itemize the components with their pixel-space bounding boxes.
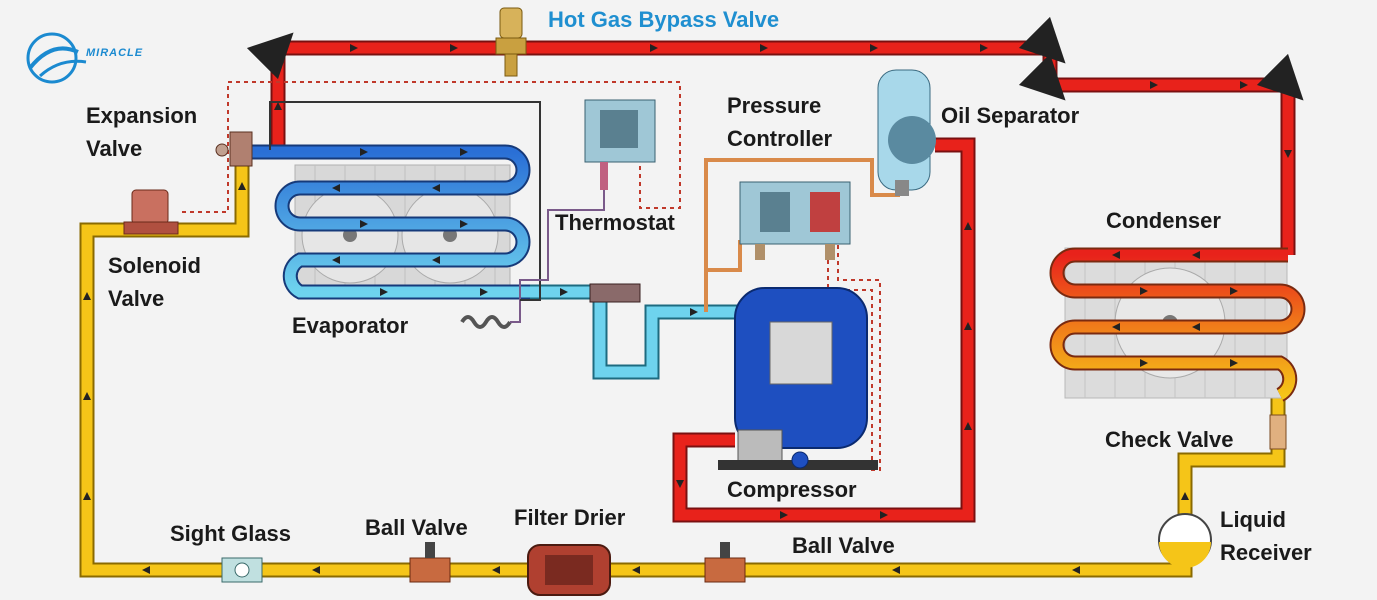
condenser-coil bbox=[1049, 247, 1306, 402]
label-condenser: Condenser bbox=[1106, 208, 1221, 233]
label-solenoid-valve-line2: Valve bbox=[108, 286, 165, 311]
pressure-line bbox=[704, 158, 900, 312]
label-expansion-valve-line1: Expansion bbox=[86, 103, 198, 128]
label-filter-drier: Filter Drier bbox=[514, 505, 626, 530]
logo-text: MIRACLE bbox=[86, 47, 144, 59]
ball-valve-left-body bbox=[409, 542, 451, 583]
label-oil-separator: Oil Separator bbox=[941, 103, 1080, 128]
label-pressure-controller-line1: Pressure bbox=[727, 93, 822, 118]
evaporator-coil bbox=[242, 144, 531, 300]
label-liquid-receiver-line2: Receiver bbox=[1220, 540, 1312, 565]
label-ball-valve-right: Ball Valve bbox=[792, 533, 895, 558]
filter-drier-body bbox=[527, 544, 611, 596]
liquid-line bbox=[79, 150, 1286, 578]
thermostat-device bbox=[584, 99, 656, 190]
label-ball-valve-left: Ball Valve bbox=[365, 515, 468, 540]
check-valve-body bbox=[1269, 414, 1287, 450]
label-expansion-valve-line2: Valve bbox=[86, 136, 143, 161]
label-sight-glass: Sight Glass bbox=[170, 521, 292, 546]
hot-gas-bypass-line bbox=[246, 16, 1304, 255]
label-check-valve: Check Valve bbox=[1105, 427, 1234, 452]
solenoid-valve-body bbox=[123, 189, 179, 235]
suction-line bbox=[530, 284, 745, 380]
discharge-line bbox=[672, 137, 976, 523]
liquid-receiver-body bbox=[1158, 513, 1212, 568]
thermostat-bulb bbox=[269, 101, 605, 329]
expansion-valve-body bbox=[215, 131, 253, 167]
label-thermostat: Thermostat bbox=[555, 210, 675, 235]
compressor-body bbox=[718, 287, 878, 470]
ball-valve-right-body bbox=[704, 542, 746, 583]
label-compressor: Compressor bbox=[727, 477, 857, 502]
hot-gas-bypass-valve-body bbox=[495, 7, 527, 77]
sight-glass-body bbox=[221, 557, 263, 583]
label-liquid-receiver-line1: Liquid bbox=[1220, 507, 1286, 532]
label-hot-gas-bypass-valve: Hot Gas Bypass Valve bbox=[548, 7, 780, 32]
label-solenoid-valve-line1: Solenoid bbox=[108, 253, 201, 278]
suction-filter-body bbox=[589, 283, 641, 303]
label-evaporator: Evaporator bbox=[292, 313, 409, 338]
label-pressure-controller-line2: Controller bbox=[727, 126, 833, 151]
pressure-controller-device bbox=[739, 181, 851, 260]
oil-separator-body bbox=[877, 69, 936, 196]
miracle-logo bbox=[26, 32, 87, 84]
